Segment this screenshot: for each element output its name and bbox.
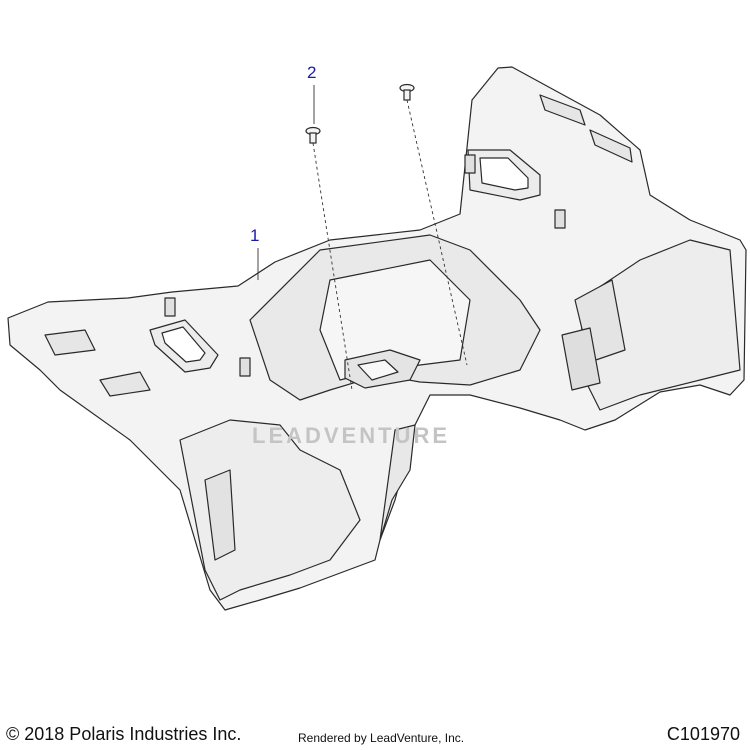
screw-part [399, 83, 415, 101]
callout-number-2: 2 [307, 63, 317, 82]
copyright-text: © 2018 Polaris Industries Inc. [6, 724, 242, 744]
screw-part [305, 126, 321, 144]
rendered-by-text: Rendered by LeadVenture, Inc. [298, 731, 465, 745]
callout-number-1: 1 [250, 226, 260, 245]
diagram-code: C101970 [666, 724, 740, 744]
rear-rack-part [7, 66, 747, 611]
watermark: LEADVENTURE [252, 423, 451, 448]
